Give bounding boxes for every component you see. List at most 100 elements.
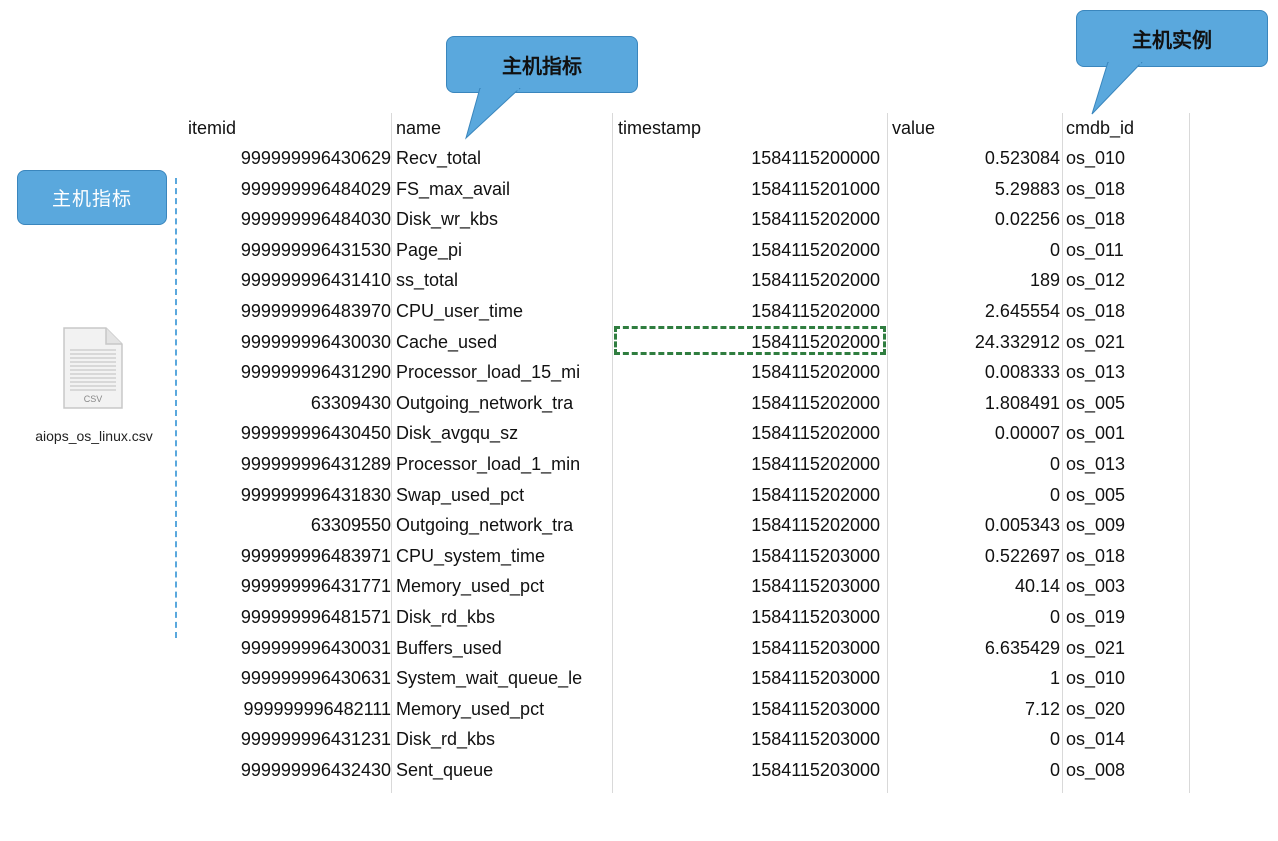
header-itemid[interactable]: itemid xyxy=(188,118,237,138)
cell-name[interactable]: CPU_user_time xyxy=(396,301,524,321)
cell-cmdb-id[interactable]: os_013 xyxy=(1066,362,1126,383)
cell-value[interactable]: 0 xyxy=(1049,760,1060,780)
header-value[interactable]: value xyxy=(892,118,936,138)
cell-name[interactable]: ss_total xyxy=(396,270,459,291)
cell-value[interactable]: 40.14 xyxy=(1014,576,1060,597)
cell-value[interactable]: 0.523084 xyxy=(984,148,1060,168)
cell-itemid[interactable]: 999999996481571 xyxy=(240,607,391,627)
cell-cmdb-id[interactable]: os_010 xyxy=(1066,668,1126,689)
cell-cmdb-id[interactable]: os_014 xyxy=(1066,729,1126,750)
cell-name[interactable]: FS_max_avail xyxy=(396,178,511,199)
cell-timestamp[interactable]: 1584115202000 xyxy=(751,423,880,444)
cell-itemid[interactable]: 999999996430030 xyxy=(240,331,391,352)
cell-timestamp[interactable]: 1584115201000 xyxy=(751,178,880,199)
cell-itemid[interactable]: 999999996430629 xyxy=(240,148,391,168)
cell-name[interactable]: Outgoing_network_tra xyxy=(396,515,574,536)
cell-value[interactable]: 0.005343 xyxy=(984,515,1060,536)
header-timestamp[interactable]: timestamp xyxy=(618,118,702,138)
cell-timestamp[interactable]: 1584115202000 xyxy=(751,239,880,260)
cell-name[interactable]: Disk_wr_kbs xyxy=(396,209,499,230)
cell-itemid[interactable]: 999999996431231 xyxy=(240,729,391,750)
cell-value[interactable]: 1 xyxy=(1049,668,1060,689)
cell-value[interactable]: 0.008333 xyxy=(984,362,1060,383)
cell-cmdb-id[interactable]: os_005 xyxy=(1066,484,1126,505)
cell-name[interactable]: Swap_used_pct xyxy=(396,484,525,505)
cell-itemid[interactable]: 999999996484030 xyxy=(240,209,391,230)
cell-name[interactable]: Sent_queue xyxy=(396,760,494,780)
cell-name[interactable]: Page_pi xyxy=(396,239,463,260)
cell-itemid[interactable]: 999999996431289 xyxy=(240,454,391,474)
cell-cmdb-id[interactable]: os_013 xyxy=(1066,454,1126,474)
cell-itemid[interactable]: 63309430 xyxy=(310,392,391,413)
header-name[interactable]: name xyxy=(396,118,442,138)
cell-timestamp[interactable]: 1584115202000 xyxy=(751,392,880,413)
cell-name[interactable]: Processor_load_1_min xyxy=(396,454,581,474)
cell-timestamp[interactable]: 1584115202000 xyxy=(751,362,880,383)
cell-itemid[interactable]: 999999996431290 xyxy=(240,362,391,383)
cell-value[interactable]: 0 xyxy=(1049,239,1060,260)
cell-timestamp[interactable]: 1584115202000 xyxy=(751,454,880,474)
cell-itemid[interactable]: 999999996431771 xyxy=(240,576,391,597)
cell-itemid[interactable]: 999999996484029 xyxy=(240,178,391,199)
cell-itemid[interactable]: 999999996482111 xyxy=(243,698,392,719)
cell-value[interactable]: 7.12 xyxy=(1024,698,1060,719)
file-name[interactable]: aiops_os_linux.csv xyxy=(35,428,153,444)
cell-itemid[interactable]: 999999996483970 xyxy=(240,301,391,321)
cell-itemid[interactable]: 999999996430031 xyxy=(240,637,391,658)
cell-value[interactable]: 189 xyxy=(1029,270,1060,291)
cell-name[interactable]: Disk_avgqu_sz xyxy=(396,423,519,444)
cell-value[interactable]: 0 xyxy=(1049,454,1060,474)
cell-timestamp[interactable]: 1584115200000 xyxy=(751,148,880,168)
cell-name[interactable]: CPU_system_time xyxy=(396,545,546,566)
cell-itemid[interactable]: 999999996430450 xyxy=(240,423,391,444)
cell-timestamp[interactable]: 1584115203000 xyxy=(751,607,880,627)
cell-cmdb-id[interactable]: os_020 xyxy=(1066,698,1126,719)
cell-value[interactable]: 1.808491 xyxy=(984,392,1060,413)
cell-timestamp[interactable]: 1584115203000 xyxy=(751,545,880,566)
cell-name[interactable]: System_wait_queue_le xyxy=(396,668,583,689)
cell-name[interactable]: Memory_used_pct xyxy=(396,698,545,719)
cell-timestamp[interactable]: 1584115203000 xyxy=(751,576,880,597)
cell-name[interactable]: Disk_rd_kbs xyxy=(396,729,496,750)
cell-timestamp[interactable]: 1584115202000 xyxy=(751,331,880,352)
cell-cmdb-id[interactable]: os_018 xyxy=(1066,178,1126,199)
cell-value[interactable]: 0.522697 xyxy=(984,545,1060,566)
cell-timestamp[interactable]: 1584115202000 xyxy=(751,484,880,505)
cell-timestamp[interactable]: 1584115203000 xyxy=(751,698,880,719)
cell-value[interactable]: 0.02256 xyxy=(994,209,1060,230)
cell-value[interactable]: 5.29883 xyxy=(994,178,1060,199)
cell-value[interactable]: 0 xyxy=(1049,729,1060,750)
cell-cmdb-id[interactable]: os_018 xyxy=(1066,209,1126,230)
csv-file-icon[interactable]: CSV xyxy=(62,326,124,410)
cell-itemid[interactable]: 63309550 xyxy=(310,515,391,536)
cell-cmdb-id[interactable]: os_003 xyxy=(1066,576,1126,597)
cell-value[interactable]: 0 xyxy=(1049,607,1060,627)
cell-cmdb-id[interactable]: os_018 xyxy=(1066,545,1126,566)
cell-cmdb-id[interactable]: os_008 xyxy=(1066,760,1126,780)
cell-itemid[interactable]: 999999996432430 xyxy=(240,760,391,780)
cell-cmdb-id[interactable]: os_018 xyxy=(1066,301,1126,321)
cell-cmdb-id[interactable]: os_012 xyxy=(1066,270,1126,291)
cell-name[interactable]: Buffers_used xyxy=(396,637,502,658)
cell-cmdb-id[interactable]: os_001 xyxy=(1066,423,1126,444)
cell-itemid[interactable]: 999999996431410 xyxy=(240,270,391,291)
cell-timestamp[interactable]: 1584115203000 xyxy=(751,760,880,780)
cell-name[interactable]: Disk_rd_kbs xyxy=(396,607,496,627)
cell-name[interactable]: Recv_total xyxy=(396,148,482,168)
cell-cmdb-id[interactable]: os_019 xyxy=(1066,607,1126,627)
cell-timestamp[interactable]: 1584115203000 xyxy=(751,729,880,750)
cell-cmdb-id[interactable]: os_021 xyxy=(1066,331,1126,352)
cell-value[interactable]: 6.635429 xyxy=(984,637,1060,658)
header-cmdb-id[interactable]: cmdb_id xyxy=(1066,118,1135,138)
cell-itemid[interactable]: 999999996430631 xyxy=(240,668,391,689)
cell-timestamp[interactable]: 1584115203000 xyxy=(751,637,880,658)
cell-value[interactable]: 0 xyxy=(1049,484,1060,505)
cell-name[interactable]: Outgoing_network_tra xyxy=(396,392,574,413)
cell-cmdb-id[interactable]: os_011 xyxy=(1066,239,1124,260)
cell-cmdb-id[interactable]: os_010 xyxy=(1066,148,1126,168)
cell-cmdb-id[interactable]: os_021 xyxy=(1066,637,1126,658)
cell-value[interactable]: 24.332912 xyxy=(974,331,1060,352)
cell-cmdb-id[interactable]: os_005 xyxy=(1066,392,1126,413)
cell-itemid[interactable]: 999999996483971 xyxy=(240,545,391,566)
cell-timestamp[interactable]: 1584115202000 xyxy=(751,301,880,321)
